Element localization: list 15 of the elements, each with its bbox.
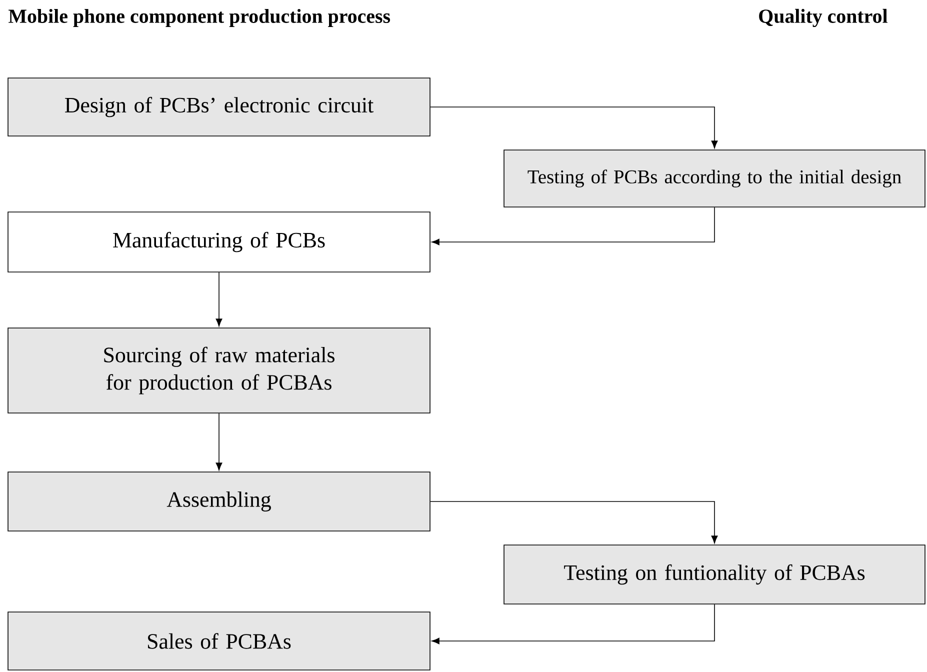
arrow: [216, 413, 222, 470]
arrow: [430, 106, 718, 148]
process-box: Design of PCBs’ electronic circuit: [8, 78, 430, 136]
process-box: Manufacturing of PCBs: [8, 212, 430, 272]
process-box: Testing on funtionality of PCBAs: [504, 544, 926, 604]
arrow: [216, 272, 222, 326]
process-box: Sales of PCBAs: [8, 612, 430, 670]
arrow: [430, 501, 718, 544]
column-heading: Mobile phone component production process: [8, 8, 390, 28]
process-box: Sourcing of raw materials for production of PCBAs: [8, 328, 430, 414]
arrow: [432, 207, 715, 246]
arrow: [432, 604, 715, 644]
process-box: Testing of PCBs according to the initial design: [504, 150, 926, 208]
column-heading: Quality control: [759, 8, 888, 28]
process-box: Assembling: [8, 472, 430, 532]
